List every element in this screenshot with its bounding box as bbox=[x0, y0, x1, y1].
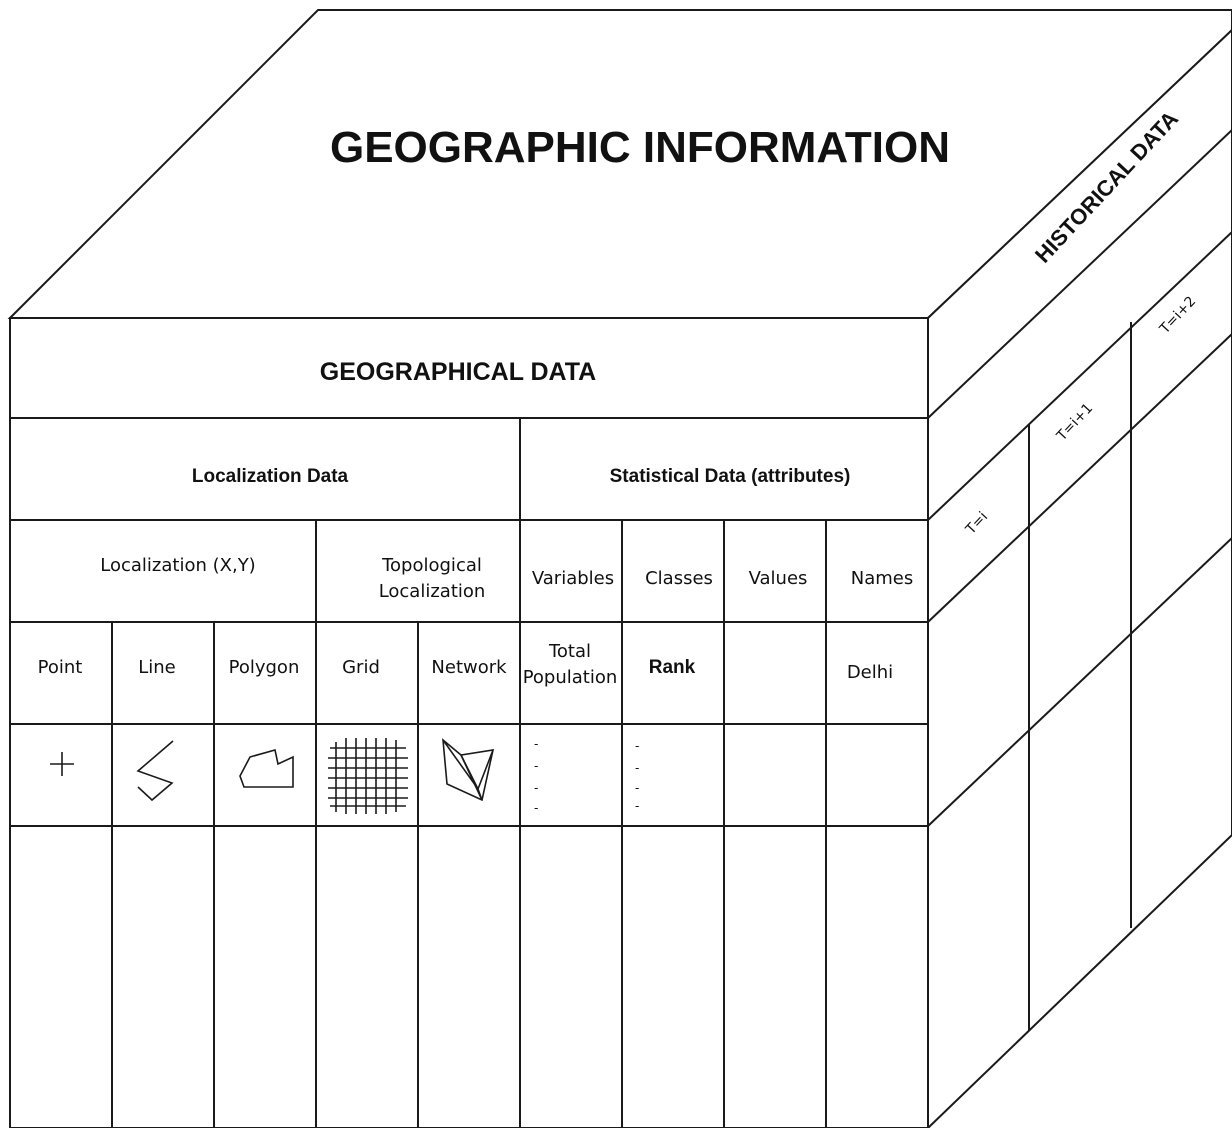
network-icon bbox=[442, 738, 495, 802]
population-dash-1: - bbox=[534, 737, 538, 751]
plus-icon bbox=[50, 752, 74, 776]
front-grid-vertical bbox=[111, 418, 827, 1128]
polygon-icon bbox=[239, 749, 294, 788]
names-label: Names bbox=[851, 568, 913, 589]
rank-dash-4: - bbox=[635, 799, 639, 813]
total-population-line2: Population bbox=[523, 667, 618, 688]
localization-data-heading: Localization Data bbox=[192, 466, 349, 487]
population-dash-3: - bbox=[534, 781, 538, 795]
rank-dash-1: - bbox=[635, 739, 639, 753]
localization-xy-label: Localization (X,Y) bbox=[100, 555, 255, 576]
values-label: Values bbox=[749, 568, 808, 589]
total-population-line1: Total bbox=[548, 641, 591, 662]
geographical-data-heading: GEOGRAPHICAL DATA bbox=[320, 358, 596, 386]
population-dash-4: - bbox=[534, 801, 538, 815]
line-label: Line bbox=[138, 657, 176, 678]
network-label: Network bbox=[431, 657, 507, 678]
grid-icon bbox=[328, 738, 408, 814]
front-grid-horizontal bbox=[10, 417, 928, 827]
rank-dash-2: - bbox=[635, 761, 639, 775]
topological-label-line1: Topological bbox=[381, 555, 482, 576]
rank-label: Rank bbox=[649, 657, 696, 678]
point-label: Point bbox=[38, 657, 83, 678]
polygon-label: Polygon bbox=[229, 657, 300, 678]
rank-dash-3: - bbox=[635, 781, 639, 795]
variables-label: Variables bbox=[532, 568, 614, 589]
main-title: GEOGRAPHIC INFORMATION bbox=[330, 123, 950, 172]
right-face-verticals bbox=[1028, 322, 1132, 1030]
classes-label: Classes bbox=[645, 568, 713, 589]
statistical-data-heading: Statistical Data (attributes) bbox=[610, 466, 851, 487]
population-dash-2: - bbox=[534, 759, 538, 773]
topological-label-line2: Localization bbox=[379, 581, 486, 602]
zigzag-line-icon bbox=[136, 740, 174, 802]
right-face-diagonals bbox=[927, 129, 1232, 827]
grid-label: Grid bbox=[342, 657, 380, 678]
delhi-label: Delhi bbox=[847, 662, 893, 683]
